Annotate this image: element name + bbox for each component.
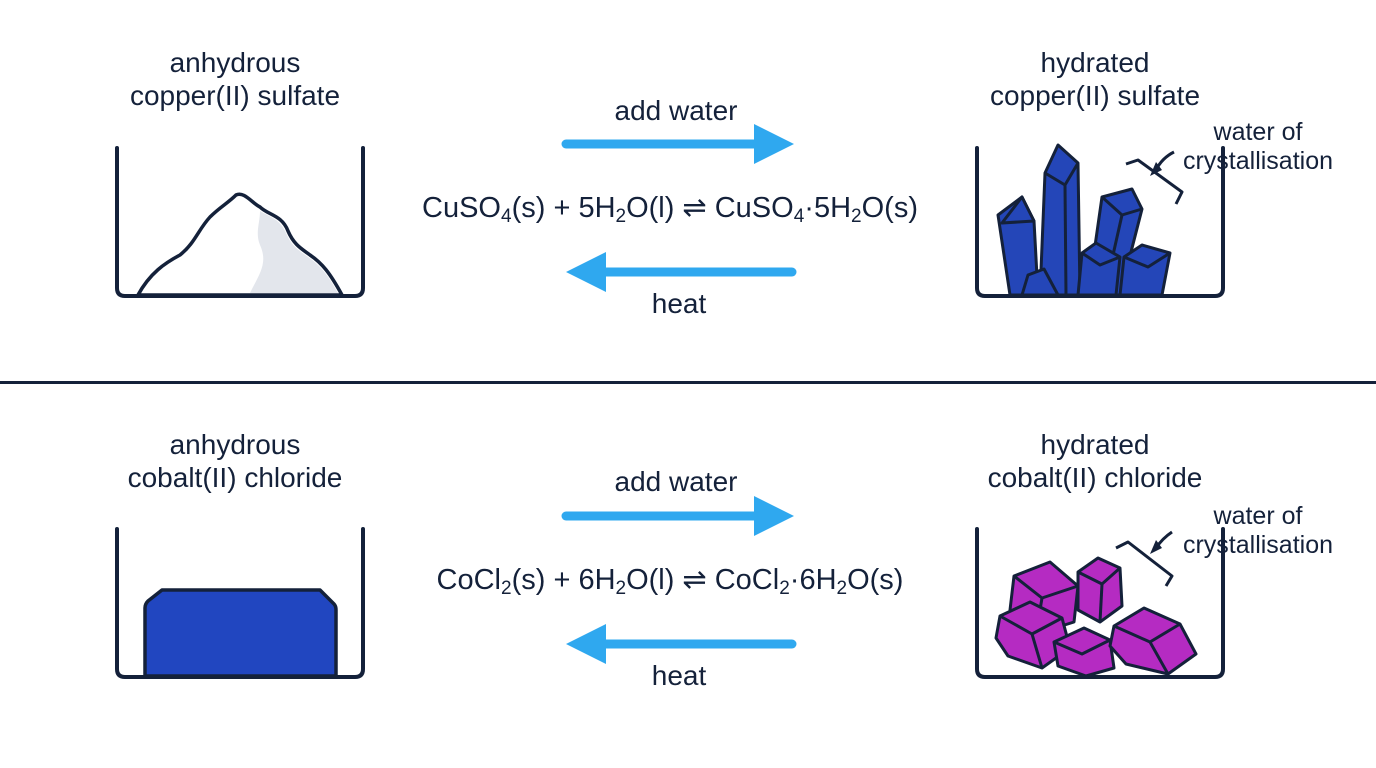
- anhydrous-copper-beaker: [115, 146, 365, 298]
- anhydrous-cobalt-chloride-label: anhydrous cobalt(II) chloride: [100, 428, 370, 494]
- cobalt-forward-label: add water: [614, 466, 738, 497]
- anhydrous-copper-label-line1: anhydrous: [169, 47, 301, 78]
- hydrated-cobalt-label-line1: hydrated: [1040, 429, 1150, 460]
- anhydrous-cobalt-label-line2: cobalt(II) chloride: [127, 462, 343, 493]
- equilibrium-symbol: ⇌: [682, 564, 707, 596]
- copper-rhs-subscript: 4: [793, 206, 805, 227]
- copper-sulfate-panel: anhydrous copper(II) sulfate hydrated co…: [105, 46, 1348, 319]
- cobalt-water-bracket: [1115, 530, 1174, 587]
- copper-lhs-subscript: 4: [501, 206, 512, 227]
- copper-water-label-line1: water of: [1213, 118, 1303, 146]
- blue-solid-block-icon: [143, 588, 338, 678]
- equilibrium-symbol: ⇌: [682, 192, 707, 224]
- purple-crystals-icon: [994, 556, 1198, 678]
- copper-rhs-mid: ·5H: [804, 192, 852, 224]
- beaker-outline: [115, 146, 365, 298]
- cobalt-equation: CoCl2(s) + 6H2O(l)⇌CoCl2·6H2O(s): [360, 562, 980, 599]
- copper-forward-arrow-icon: [561, 124, 794, 164]
- copper-water-of-crystallisation-label: water of crystallisation: [1168, 118, 1348, 176]
- hydrated-cobalt-chloride-label: hydrated cobalt(II) chloride: [955, 428, 1235, 494]
- cobalt-rhs-formula: CoCl: [714, 564, 780, 596]
- cobalt-chloride-panel: anhydrous cobalt(II) chloride hydrated c…: [0, 384, 1376, 768]
- hydrated-copper-label-line2: copper(II) sulfate: [989, 80, 1201, 111]
- beaker-outline: [115, 527, 365, 679]
- cobalt-water-label-line2: crystallisation: [1182, 531, 1334, 559]
- copper-lhs-rest: (s) + 5H: [511, 192, 616, 224]
- cobalt-reverse-arrow-icon: [566, 624, 797, 664]
- copper-forward-label: add water: [614, 95, 738, 126]
- hydrated-copper-label-line1: hydrated: [1040, 47, 1150, 78]
- copper-rhs-rest: O(s): [861, 192, 918, 224]
- cobalt-rhs-subscript: 2: [779, 578, 790, 599]
- copper-rhs-water-subscript: 2: [851, 206, 862, 227]
- cobalt-rhs-rest: O(s): [847, 564, 904, 596]
- cobalt-reverse-label: heat: [651, 660, 707, 691]
- beaker-outline: [975, 146, 1225, 298]
- hydrated-copper-beaker: [975, 143, 1225, 298]
- copper-equation: CuSO4(s) + 5H2O(l)⇌CuSO4·5H2O(s): [360, 190, 980, 227]
- hydrated-cobalt-label-line2: cobalt(II) chloride: [987, 462, 1203, 493]
- cobalt-lhs-water-rest: O(l): [626, 564, 675, 596]
- beaker-outline: [975, 527, 1225, 679]
- copper-reverse-label: heat: [651, 288, 707, 319]
- cobalt-rhs-mid: ·6H: [789, 564, 837, 596]
- cobalt-lhs-subscript: 2: [501, 578, 512, 599]
- copper-lhs-water-rest: O(l): [626, 192, 675, 224]
- cobalt-lhs-formula: CoCl: [436, 564, 501, 596]
- copper-water-label-line2: crystallisation: [1182, 147, 1334, 175]
- hydrated-copper-sulfate-label: hydrated copper(II) sulfate: [960, 46, 1230, 112]
- anhydrous-cobalt-beaker: [115, 527, 365, 679]
- cobalt-rhs-water-subscript: 2: [836, 578, 848, 599]
- anhydrous-cobalt-label-line1: anhydrous: [169, 429, 301, 460]
- copper-rhs-formula: CuSO: [714, 192, 794, 224]
- anhydrous-copper-label-line2: copper(II) sulfate: [129, 80, 341, 111]
- copper-reverse-arrow-icon: [566, 252, 797, 292]
- white-powder-icon: [136, 192, 344, 297]
- copper-lhs-formula: CuSO: [422, 192, 501, 224]
- cobalt-forward-arrow-icon: [561, 496, 794, 536]
- hydrated-cobalt-beaker: [975, 527, 1225, 679]
- panel-divider: [0, 381, 1376, 384]
- cobalt-lhs-rest: (s) + 6H: [511, 564, 616, 596]
- cobalt-water-label-line1: water of: [1213, 502, 1303, 530]
- copper-lhs-water-subscript: 2: [615, 206, 627, 227]
- cobalt-lhs-water-subscript: 2: [615, 578, 627, 599]
- anhydrous-copper-sulfate-label: anhydrous copper(II) sulfate: [105, 46, 365, 112]
- copper-water-bracket: [1125, 150, 1184, 205]
- cobalt-water-of-crystallisation-label: water of crystallisation: [1168, 502, 1348, 560]
